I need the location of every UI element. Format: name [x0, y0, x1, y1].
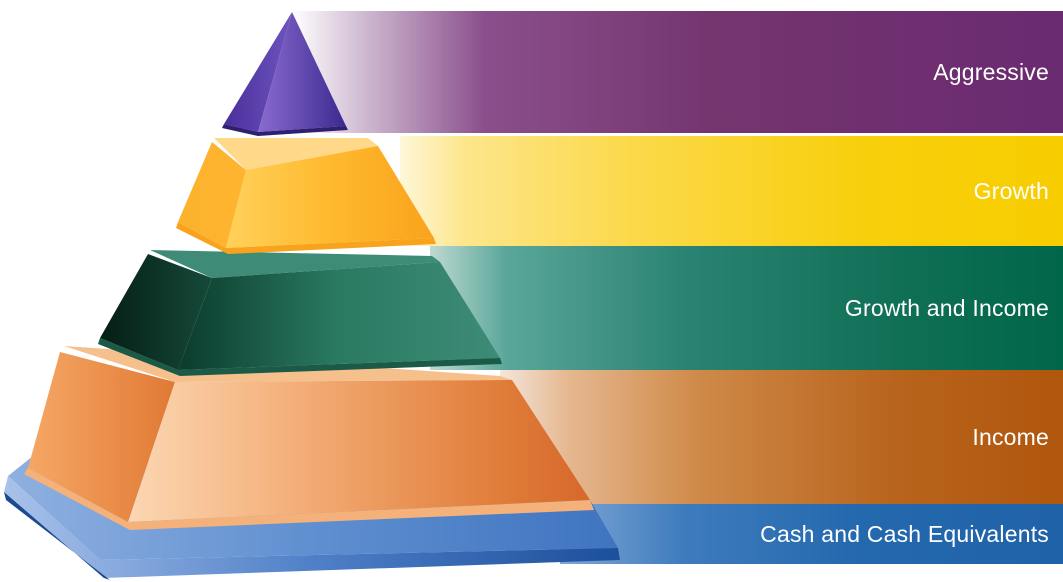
band-growth-and-income: Growth and Income	[430, 246, 1063, 370]
label-cash-and-cash-equivalents: Cash and Cash Equivalents	[760, 520, 1049, 547]
label-aggressive: Aggressive	[933, 58, 1049, 85]
pyramid-level-growth-and-income	[98, 250, 502, 376]
band-income: Income	[500, 370, 1063, 504]
pyramid-level-aggressive	[222, 12, 348, 136]
band-aggressive: Aggressive	[292, 11, 1063, 133]
label-growth: Growth	[973, 177, 1049, 204]
band-cash-and-cash-equivalents: Cash and Cash Equivalents	[560, 504, 1063, 564]
pyramid-level-growth	[176, 138, 436, 254]
pyramid-level-income	[24, 346, 594, 530]
label-income: Income	[972, 423, 1049, 450]
label-growth-and-income: Growth and Income	[844, 294, 1049, 321]
band-growth: Growth	[400, 136, 1063, 246]
